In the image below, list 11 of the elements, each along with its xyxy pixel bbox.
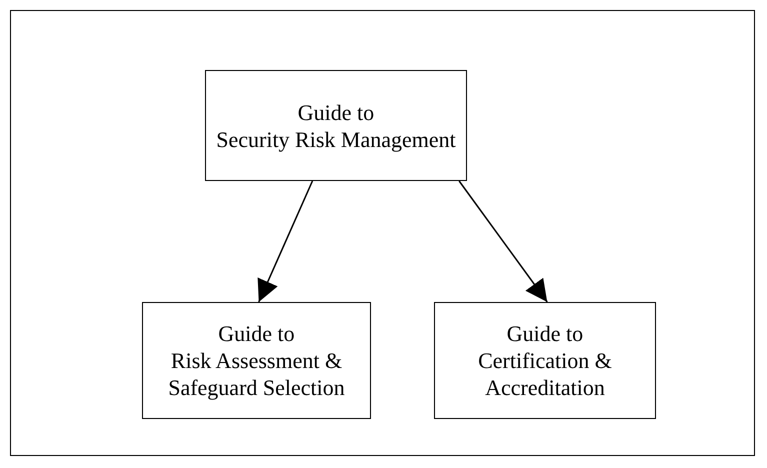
guide-box	[434, 302, 656, 419]
box-heading: Guide to	[298, 98, 374, 126]
guide-box	[205, 70, 467, 181]
box-heading: Guide to	[218, 320, 295, 347]
box-title: Risk Assessment & Safeguard Selection	[167, 347, 346, 401]
box-heading: Guide to	[506, 320, 584, 347]
arrow	[258, 180, 314, 302]
guide-box	[142, 302, 371, 419]
arrow	[458, 180, 548, 302]
box-title: Certification & Accreditation	[477, 347, 613, 401]
box-title: Security Risk Management	[216, 126, 456, 152]
